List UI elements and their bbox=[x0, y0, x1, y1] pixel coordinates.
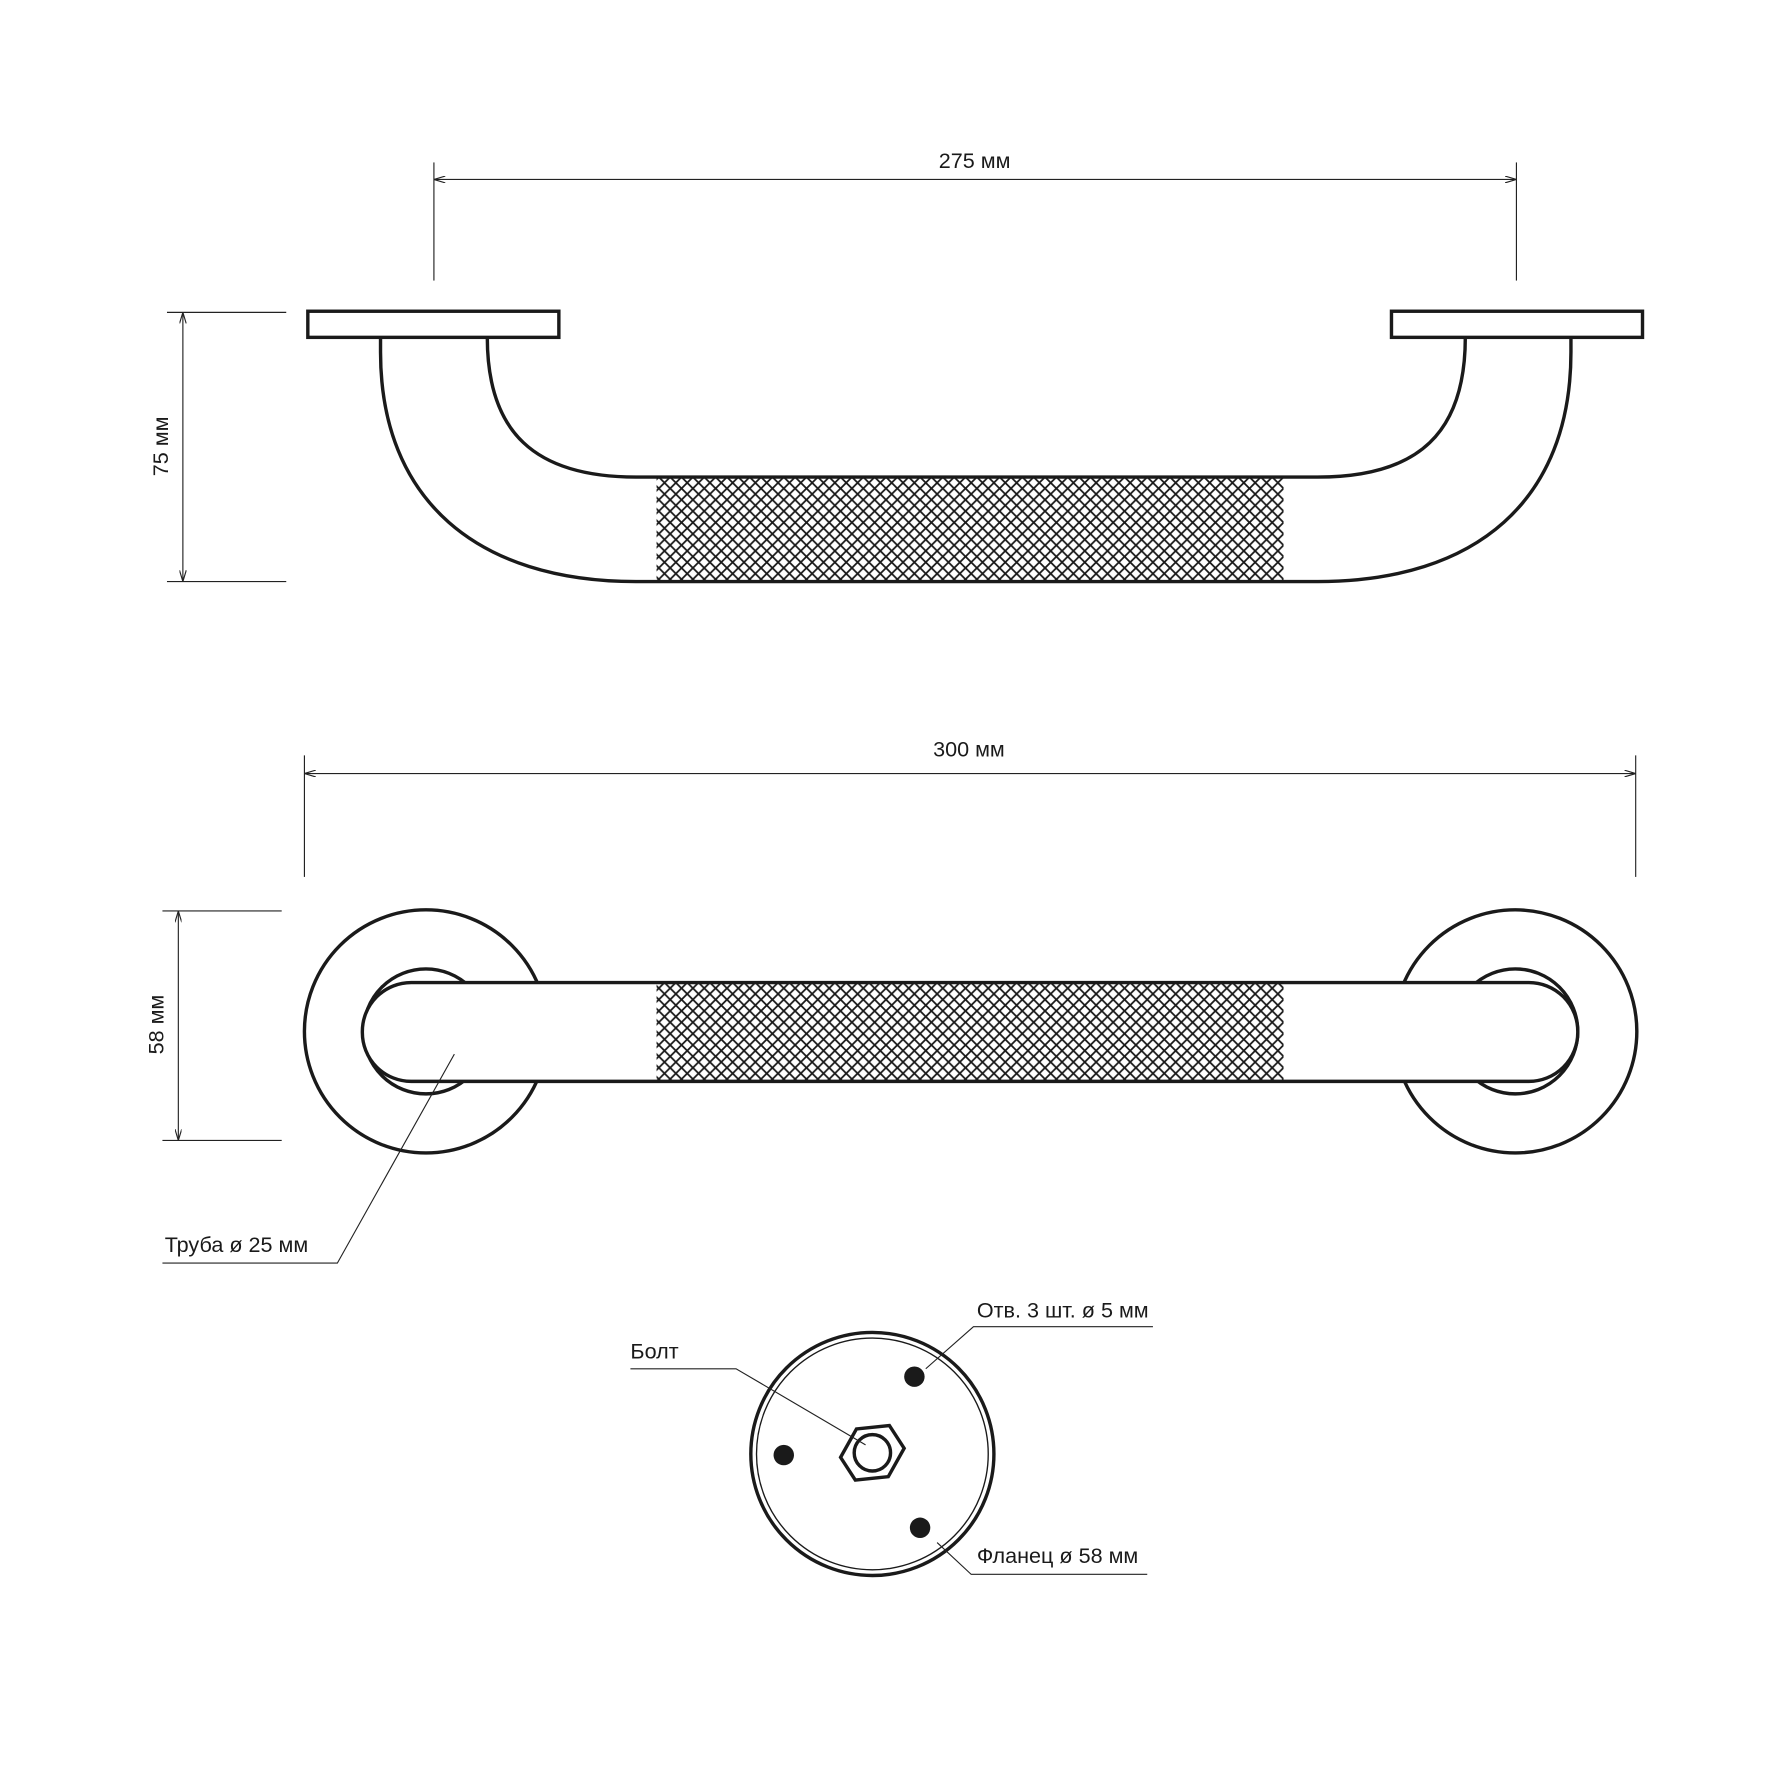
flange-outer bbox=[749, 1330, 996, 1578]
tube-callout: Труба ø 25 мм bbox=[162, 1053, 455, 1264]
holes-callout: Отв. 3 шт. ø 5 мм bbox=[925, 1298, 1153, 1370]
tube-inner bbox=[485, 337, 1468, 479]
flange-label: Фланец ø 58 мм bbox=[977, 1543, 1138, 1568]
holes-label: Отв. 3 шт. ø 5 мм bbox=[977, 1298, 1149, 1323]
knurled-grip bbox=[656, 983, 1284, 1081]
flange-inner bbox=[755, 1337, 989, 1571]
bolt-label: Болт bbox=[630, 1339, 678, 1364]
dimension-label: 58 мм bbox=[144, 995, 169, 1055]
tube-outer bbox=[378, 337, 1573, 584]
flange-plan-view bbox=[749, 1330, 996, 1578]
bolt-shaft bbox=[852, 1432, 893, 1473]
knurled-grip bbox=[656, 478, 1284, 581]
dimension-275: 275 мм bbox=[433, 148, 1517, 281]
bolt-callout: Болт bbox=[630, 1339, 866, 1446]
mount-hole bbox=[904, 1366, 925, 1387]
dimension-75: 75 мм bbox=[148, 311, 287, 583]
dimension-label: 275 мм bbox=[939, 148, 1011, 173]
mount-hole bbox=[773, 1444, 794, 1466]
dimension-58: 58 мм bbox=[144, 910, 282, 1142]
bolt-hex-icon bbox=[838, 1423, 907, 1482]
left-flange bbox=[306, 309, 561, 340]
dimension-label: 75 мм bbox=[148, 417, 173, 477]
right-flange bbox=[1389, 309, 1645, 340]
flange-callout: Фланец ø 58 мм bbox=[936, 1542, 1148, 1575]
tube-label: Труба ø 25 мм bbox=[165, 1232, 308, 1257]
mount-hole bbox=[909, 1517, 931, 1539]
front-view bbox=[302, 908, 1639, 1155]
side-view bbox=[306, 309, 1645, 584]
dimension-label: 300 мм bbox=[933, 737, 1005, 762]
dimension-300: 300 мм bbox=[303, 737, 1637, 877]
